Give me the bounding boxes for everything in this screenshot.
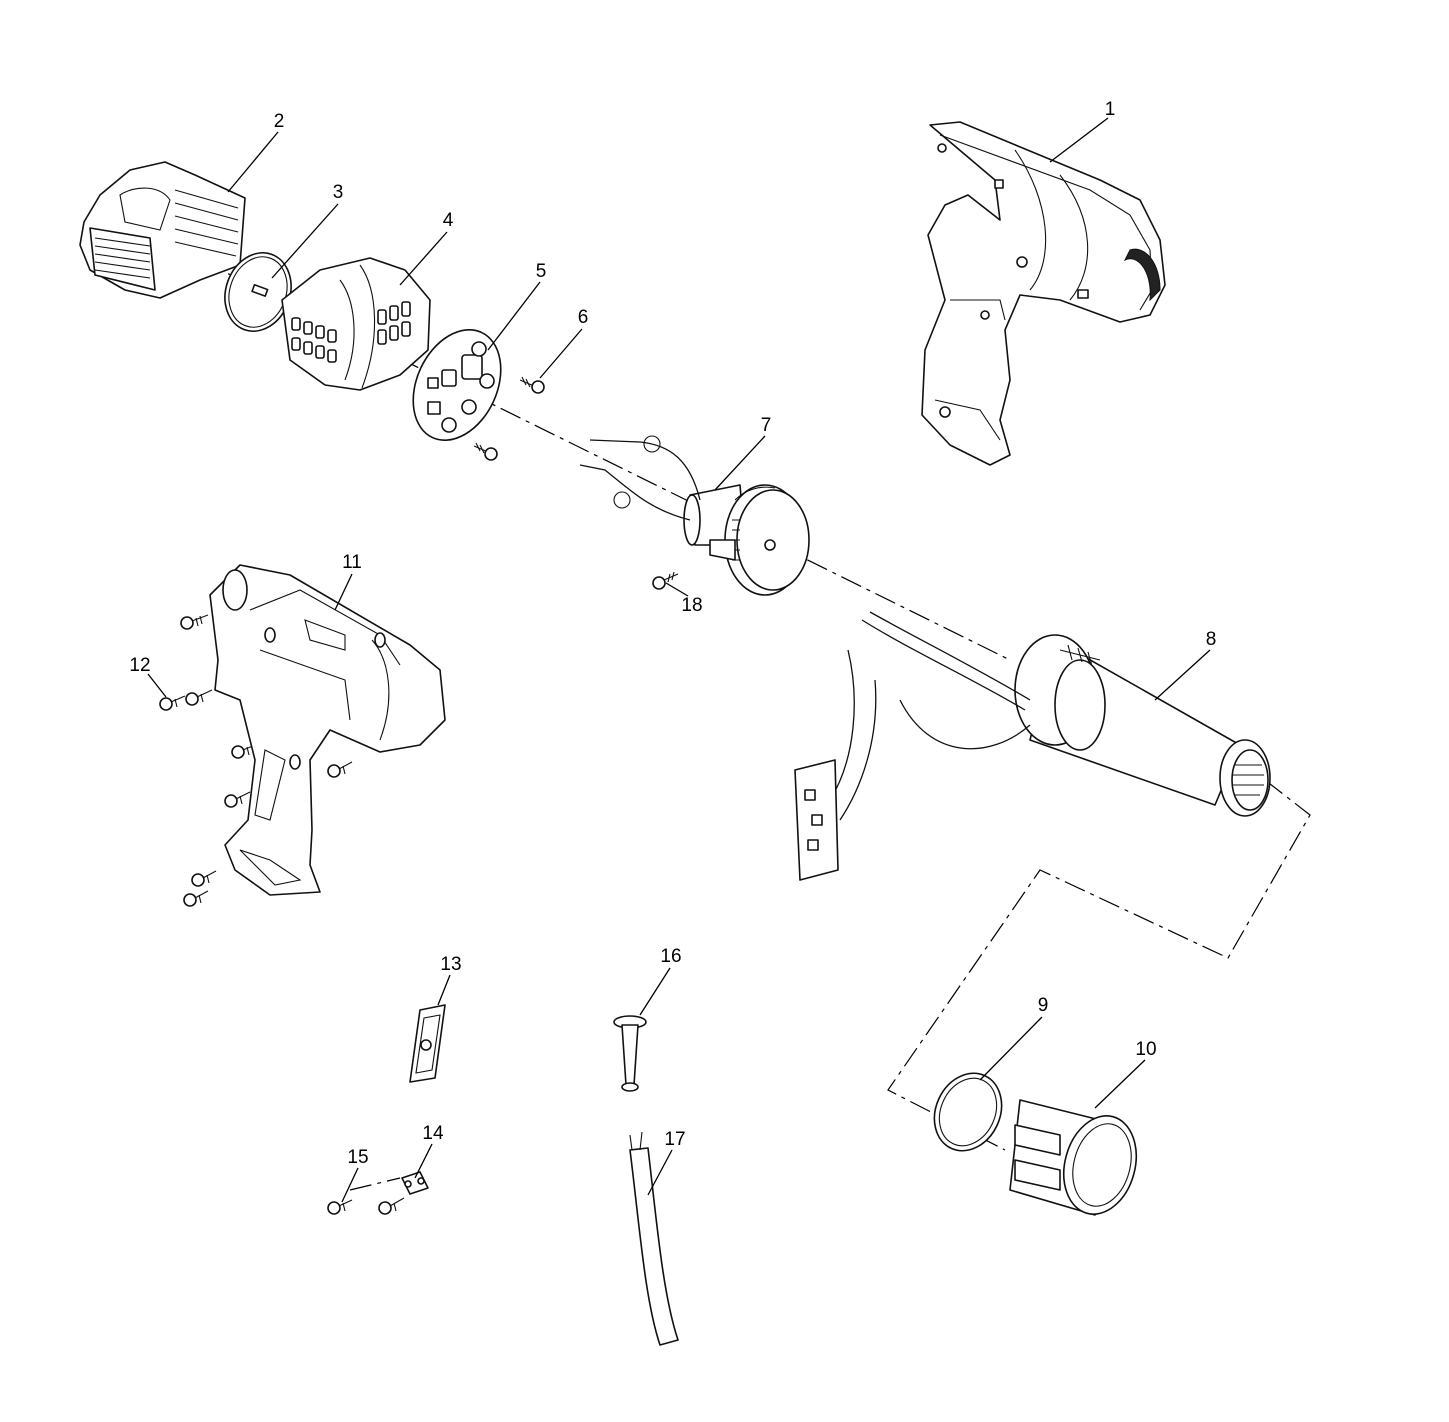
callout-5: 5 [536, 261, 547, 282]
callout-1: 1 [1105, 99, 1116, 120]
part-11-housing-half [209, 564, 446, 896]
callout-18: 18 [681, 595, 702, 616]
part-14-cord-clamp [401, 1171, 429, 1195]
callout-9: 9 [1038, 995, 1049, 1016]
callout-10: 10 [1135, 1039, 1156, 1060]
part-2-rear-cap [79, 161, 246, 299]
callout-labels: 1 2 3 4 5 6 7 8 9 10 11 12 13 14 15 16 1… [129, 99, 1216, 1168]
callout-6: 6 [578, 307, 589, 328]
screws [159, 376, 679, 1215]
callout-16: 16 [660, 946, 681, 967]
callout-8: 8 [1206, 629, 1217, 650]
board-screw [473, 442, 498, 461]
heater-terminal-board [794, 759, 839, 881]
callout-17: 17 [664, 1129, 685, 1150]
callout-13: 13 [440, 954, 461, 975]
callout-7: 7 [761, 415, 772, 436]
part-17-power-cord [629, 1131, 679, 1346]
part-9-retaining-ring [933, 1072, 1003, 1152]
callout-3: 3 [333, 182, 344, 203]
part-12-screws [159, 614, 353, 907]
part-7-fan-motor [683, 484, 810, 596]
callout-2: 2 [274, 111, 285, 132]
callout-leaders [147, 117, 1211, 1203]
rear-cap-grille [94, 189, 239, 279]
callout-11: 11 [342, 552, 362, 573]
part-15-screw [327, 1199, 353, 1215]
callout-12: 12 [129, 655, 150, 676]
part-8-heater-tube [1014, 634, 1271, 817]
callout-4: 4 [443, 210, 454, 231]
part-16-cord-protector [613, 1015, 647, 1092]
part-6-screw [519, 376, 545, 394]
part-4-fan-cage [281, 257, 431, 391]
part-5-control-board [412, 328, 502, 442]
callout-15: 15 [347, 1147, 368, 1168]
heater-wires [829, 611, 1031, 821]
part-3-o-ring [224, 252, 292, 332]
part-1-housing-half [921, 121, 1166, 466]
motor-wires [579, 435, 701, 521]
part-10-nozzle-guard [1009, 1099, 1137, 1216]
clamp-screw [378, 1197, 405, 1215]
part-13-switch [409, 1004, 446, 1083]
part-18-screw [652, 571, 679, 590]
fan-cage-slots [291, 301, 411, 363]
callout-14: 14 [422, 1123, 444, 1144]
